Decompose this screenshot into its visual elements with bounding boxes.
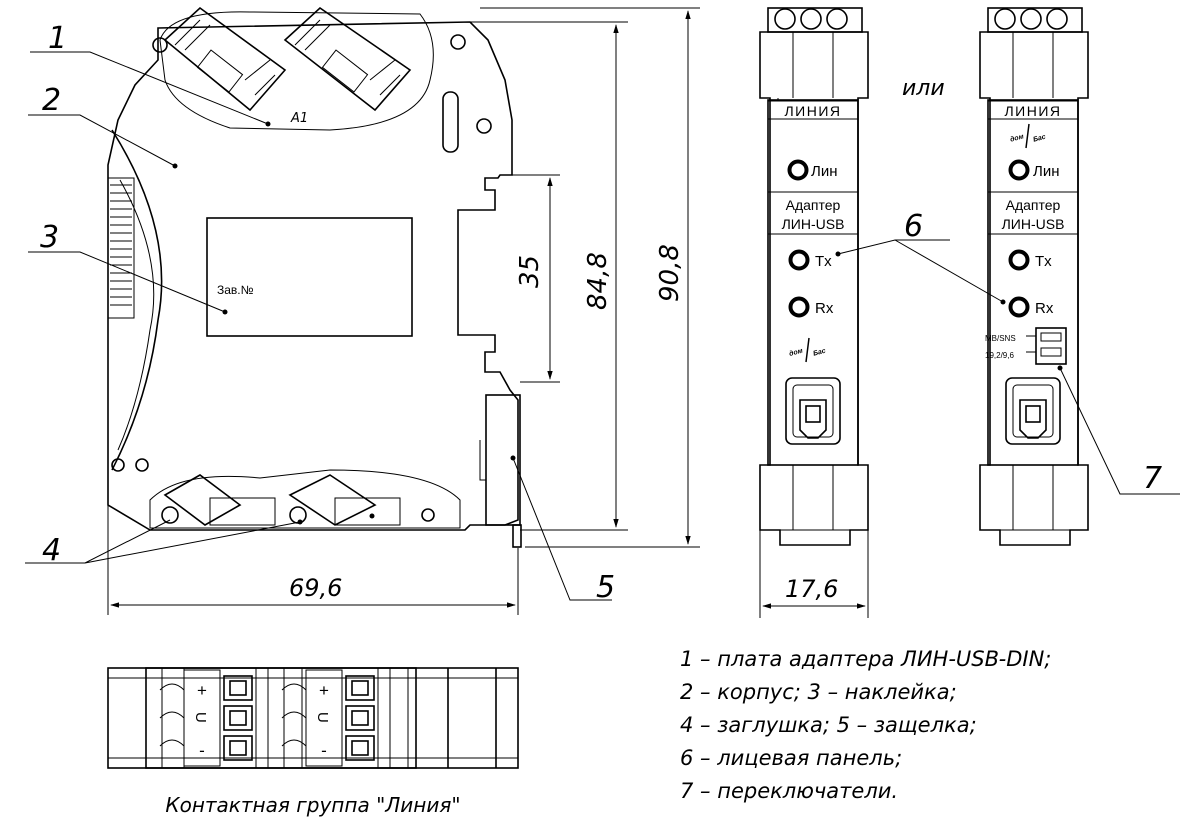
usb-port-2 (1005, 377, 1061, 445)
top-terminal-zone (159, 11, 434, 131)
sticker-label: Зав.№ (217, 283, 254, 297)
svg-text:дом: дом (1009, 132, 1025, 144)
dim-90-8: 90,8 (480, 7, 700, 548)
svg-text:Лин: Лин (1033, 163, 1060, 180)
svg-text:90,8: 90,8 (655, 244, 685, 302)
svg-text:U: U (314, 712, 331, 723)
latch (479, 394, 522, 548)
side-view: Зав.№ A1 1 2 3 4 5 (25, 6, 700, 615)
callout-6: 6 (904, 209, 923, 244)
or-label: или (902, 76, 945, 101)
top-terminal-2 (283, 6, 412, 112)
svg-text:19,2/9,6: 19,2/9,6 (985, 351, 1014, 360)
logo-1: дом Бас (788, 337, 827, 363)
dip-switches: MB/SNS 19,2/9,6 (985, 327, 1067, 365)
sticker (206, 217, 413, 337)
svg-text:35: 35 (515, 255, 545, 288)
vent-grille (107, 177, 135, 319)
callout-3: 3 (40, 220, 59, 255)
contact-group: + U - + U - (107, 667, 519, 769)
front-view-2: ЛИНИЯ дом Бас Лин Адаптер ЛИН-USB Tx Rx … (979, 7, 1089, 546)
callout-4: 4 (42, 533, 61, 568)
svg-text:ЛИН-USB: ЛИН-USB (1002, 216, 1065, 232)
front-view-1: ЛИНИЯ Лин Адаптер ЛИН-USB Tx Rx дом Бас (759, 7, 869, 546)
svg-text:Бас: Бас (1032, 134, 1046, 144)
svg-text:69,6: 69,6 (289, 574, 342, 602)
callout-5: 5 (596, 570, 615, 605)
dim-35: 35 (512, 174, 560, 383)
svg-text:дом: дом (788, 346, 804, 358)
callout-1: 1 (48, 21, 67, 56)
svg-text:+: + (197, 681, 207, 700)
housing-curve (111, 129, 163, 471)
dim-17-6: 17,6 (759, 530, 869, 618)
dim-84-8: 84,8 (470, 21, 628, 531)
svg-text:17,6: 17,6 (785, 575, 838, 603)
bottom-terminal-zone (149, 469, 461, 529)
svg-text:84,8: 84,8 (583, 252, 613, 310)
top-terminal-1 (163, 6, 287, 112)
legend-line-1: 1 – плата адаптера ЛИН-USB-DIN; (680, 647, 1051, 671)
usb-port-1 (785, 377, 841, 445)
legend-line-5: 7 – переключатели. (680, 779, 898, 803)
svg-text:Rx: Rx (1035, 300, 1054, 317)
svg-text:ЛИН-USB: ЛИН-USB (782, 216, 845, 232)
svg-text:MB/SNS: MB/SNS (985, 334, 1016, 343)
terminal-label: A1 (290, 111, 308, 126)
svg-text:ЛИНИЯ: ЛИНИЯ (1004, 103, 1061, 119)
housing-slot (442, 91, 459, 153)
svg-text:ЛИНИЯ: ЛИНИЯ (784, 103, 841, 119)
housing-outline (107, 21, 519, 531)
svg-text:Бас: Бас (812, 348, 826, 358)
legend: 1 – плата адаптера ЛИН-USB-DIN; 2 – корп… (680, 647, 1051, 803)
callout-2: 2 (42, 83, 61, 118)
logo-2: дом Бас (1009, 123, 1047, 149)
svg-text:U: U (192, 712, 209, 723)
svg-text:+: + (319, 681, 329, 700)
svg-text:Rx: Rx (815, 300, 834, 317)
svg-text:Адаптер: Адаптер (786, 197, 841, 213)
svg-text:-: - (321, 741, 327, 760)
svg-text:Tx: Tx (1035, 253, 1052, 270)
legend-line-4: 6 – лицевая панель; (680, 746, 902, 770)
svg-text:Tx: Tx (815, 253, 832, 270)
svg-text:Лин: Лин (811, 163, 838, 180)
legend-line-3: 4 – заглушка; 5 – защелка; (680, 713, 977, 737)
legend-line-2: 2 – корпус; 3 – наклейка; (680, 680, 957, 704)
contact-group-caption: Контактная группа "Линия" (165, 793, 460, 817)
svg-text:Адаптер: Адаптер (1006, 197, 1061, 213)
dim-69-6: 69,6 (107, 505, 519, 615)
callout-7: 7 (1143, 461, 1162, 496)
svg-text:-: - (199, 741, 205, 760)
